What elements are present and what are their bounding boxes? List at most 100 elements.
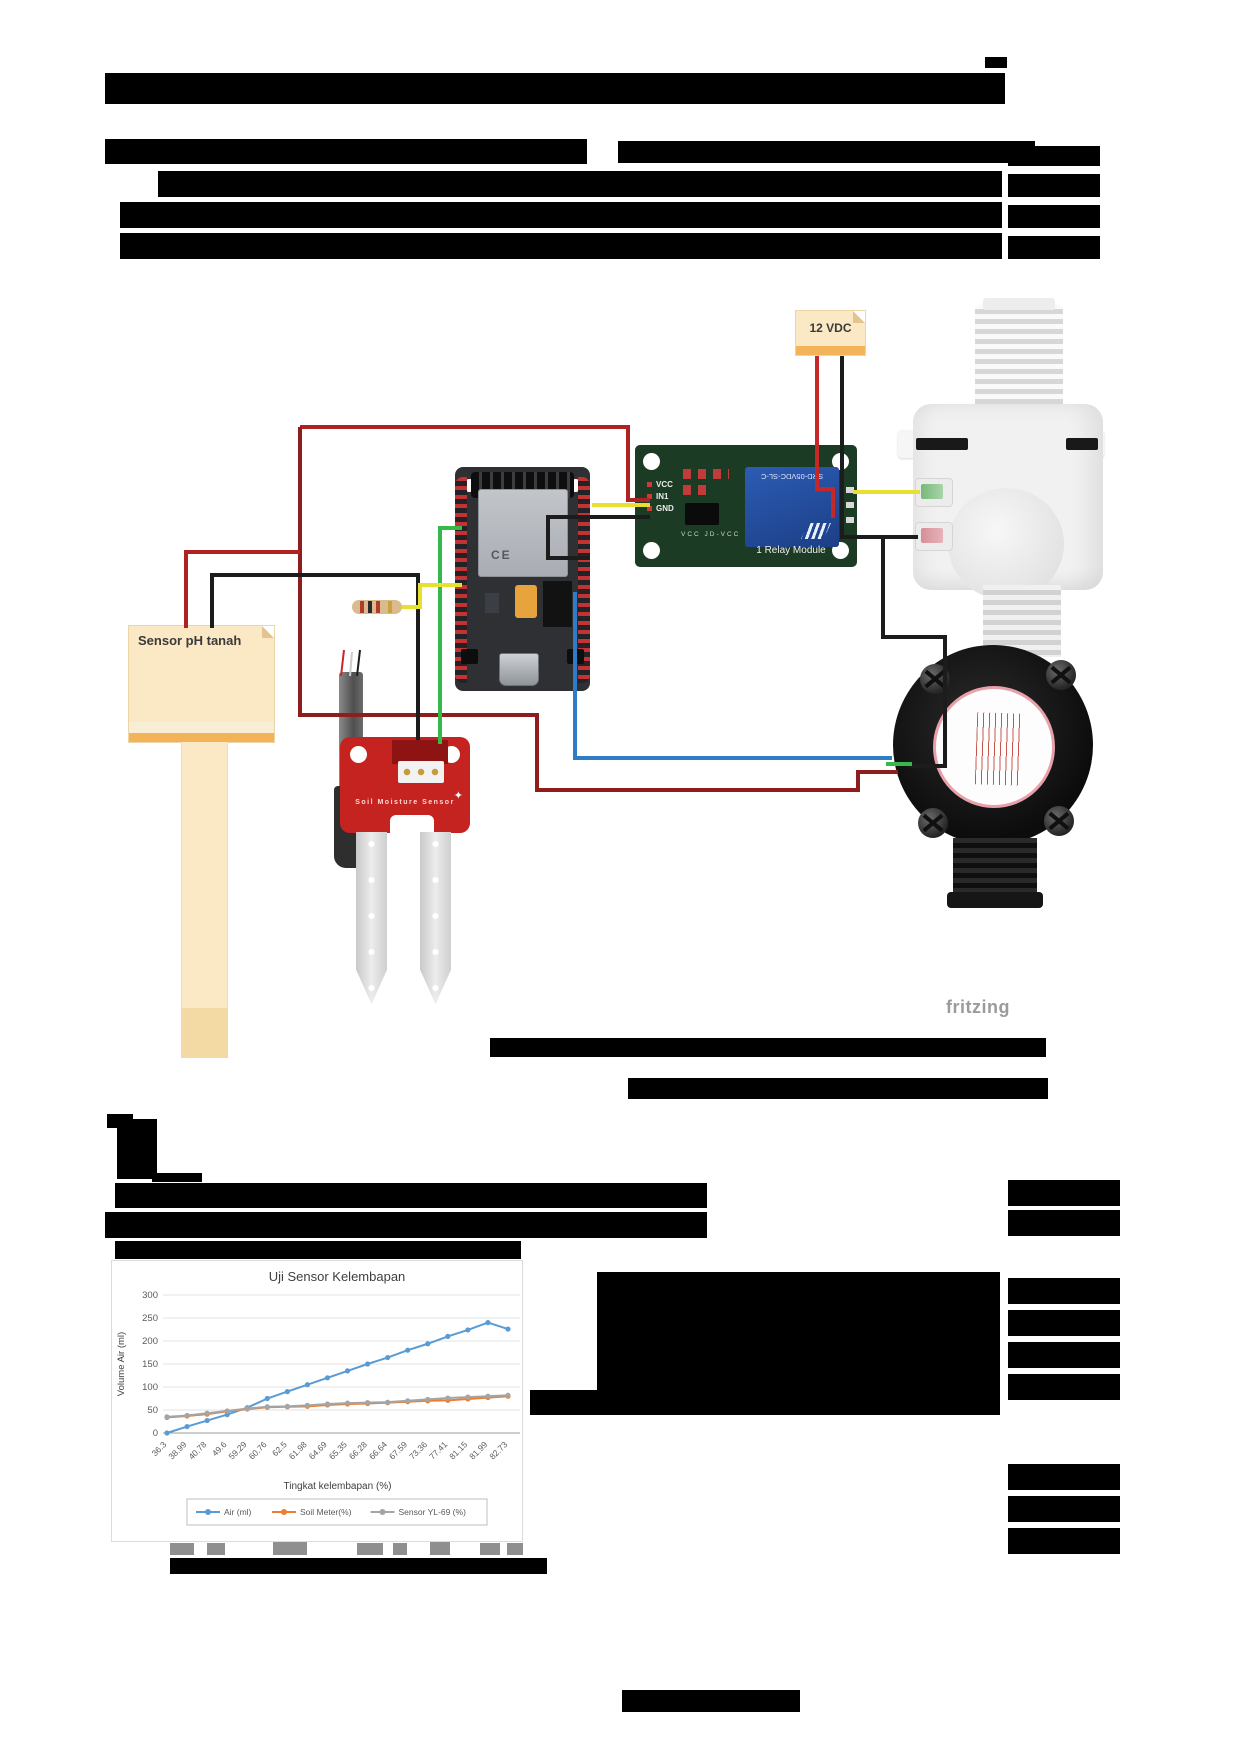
svg-text:300: 300 <box>142 1290 158 1301</box>
redaction-bar <box>170 1543 194 1555</box>
soil-sensor-prong <box>420 832 451 1004</box>
svg-text:59.29: 59.29 <box>227 1439 249 1461</box>
screw-icon <box>1046 660 1076 690</box>
esp32-usb-chip <box>543 581 572 627</box>
ph-sensor-stem-tip <box>181 1008 228 1058</box>
mount-hole <box>643 453 660 470</box>
power-supply-note: 12 VDC <box>795 310 866 356</box>
esp32-button <box>461 649 478 664</box>
note-band-orange <box>129 733 274 742</box>
wire <box>573 592 892 760</box>
sparkfun-flame-icon: ✦ <box>453 790 463 802</box>
flow-sensor-outlet <box>953 838 1037 898</box>
valve-terminal-contact <box>921 484 943 499</box>
svg-text:200: 200 <box>142 1336 158 1347</box>
screw-icon <box>1044 806 1074 836</box>
valve-terminal-bottom <box>915 522 953 551</box>
ph-sensor-label: Sensor pH tanah <box>138 633 242 648</box>
redaction-bar <box>480 1543 500 1555</box>
redaction-bar <box>105 139 587 164</box>
svg-text:60.76: 60.76 <box>247 1439 269 1461</box>
redaction-bar <box>105 73 1005 104</box>
svg-text:67.59: 67.59 <box>387 1439 409 1461</box>
redaction-bar <box>170 1558 547 1574</box>
svg-text:Tingkat kelembapan (%): Tingkat kelembapan (%) <box>283 1481 391 1492</box>
relay-part-number: SRD-05VDC-SL-C <box>760 472 824 481</box>
svg-text:66.64: 66.64 <box>367 1439 389 1461</box>
redaction-bar <box>507 1543 523 1555</box>
redaction-bar <box>1008 174 1100 197</box>
redaction-bar <box>1008 1374 1120 1400</box>
svg-text:36.3: 36.3 <box>150 1439 169 1458</box>
redaction-bar <box>115 1241 521 1259</box>
chart-canvas: Uji Sensor Kelembapan0501001502002503003… <box>116 1269 520 1526</box>
redaction-bar <box>1008 1210 1120 1236</box>
wire <box>184 550 300 628</box>
svg-text:Sensor YL-69 (%): Sensor YL-69 (%) <box>399 1507 467 1517</box>
note-band-light <box>129 722 274 733</box>
svg-text:73.36: 73.36 <box>407 1439 429 1461</box>
relay-optocoupler-ic <box>685 503 719 525</box>
svg-text:40.78: 40.78 <box>186 1439 208 1461</box>
solenoid-valve-coil <box>948 488 1064 600</box>
svg-text:62.5: 62.5 <box>270 1439 289 1458</box>
redaction-bar <box>490 1038 1046 1057</box>
redaction-bar <box>1008 1278 1120 1304</box>
songle-logo-icon <box>801 523 831 539</box>
relay-pin-in1: IN1 <box>647 491 674 503</box>
redaction-bar <box>985 57 1007 68</box>
redaction-bar <box>1008 236 1100 259</box>
redaction-bar <box>117 1119 157 1179</box>
soil-sensor-label: Soil Moisture Sensor <box>355 799 455 806</box>
relay-output-terminals <box>846 487 854 531</box>
redaction-bar <box>115 1183 707 1208</box>
power-supply-label: 12 VDC <box>809 321 852 335</box>
valve-mount-slot <box>1066 438 1098 450</box>
resistor-band <box>388 601 392 613</box>
svg-text:Uji Sensor Kelembapan: Uji Sensor Kelembapan <box>269 1269 406 1284</box>
fritzing-watermark: fritzing <box>946 997 1010 1017</box>
resistor-band <box>376 601 380 613</box>
redaction-bar <box>1008 1464 1120 1490</box>
redaction-bar <box>105 1212 707 1238</box>
svg-text:77.41: 77.41 <box>427 1439 449 1461</box>
ph-sensor-stem <box>181 742 228 1010</box>
resistor-band <box>360 601 364 613</box>
svg-text:38.99: 38.99 <box>166 1439 188 1461</box>
redaction-bar <box>152 1173 202 1182</box>
svg-text:66.28: 66.28 <box>347 1439 369 1461</box>
relay-jumper-label: VCC JD-VCC <box>681 531 741 538</box>
svg-text:Volume Air (ml): Volume Air (ml) <box>116 1332 127 1396</box>
valve-threaded-inlet <box>975 304 1063 410</box>
redaction-bar <box>1008 146 1100 166</box>
soil-sensor-prong <box>356 832 387 1004</box>
esp32-board: CE <box>455 467 590 691</box>
screw-icon <box>920 664 950 694</box>
resistor-band <box>368 601 372 613</box>
svg-text:150: 150 <box>142 1359 158 1370</box>
ce-mark: CE <box>491 548 512 562</box>
redaction-bar <box>430 1540 450 1555</box>
micro-usb-port <box>499 653 539 686</box>
svg-text:Soil Meter(%): Soil Meter(%) <box>300 1507 352 1517</box>
redaction-bar <box>1008 1180 1120 1206</box>
flow-sensor-label <box>933 686 1055 808</box>
redaction-bar <box>1008 205 1100 228</box>
screw-icon <box>918 808 948 838</box>
mount-hole <box>350 746 367 763</box>
svg-text:82.73: 82.73 <box>487 1439 509 1461</box>
svg-text:250: 250 <box>142 1313 158 1324</box>
redaction-bar <box>618 141 1035 163</box>
redaction-bar <box>1008 1496 1120 1522</box>
svg-text:100: 100 <box>142 1382 158 1393</box>
relay-pin-labels: VCC IN1 GND <box>647 479 674 515</box>
redaction-bar <box>207 1543 225 1555</box>
soil-board-notch <box>390 815 434 833</box>
svg-text:61.98: 61.98 <box>287 1439 309 1461</box>
redaction-bar <box>530 1390 597 1415</box>
relay-pin-gnd: GND <box>647 503 674 515</box>
esp32-capacitor <box>515 585 537 618</box>
esp32-wifi-module: CE <box>478 489 568 577</box>
